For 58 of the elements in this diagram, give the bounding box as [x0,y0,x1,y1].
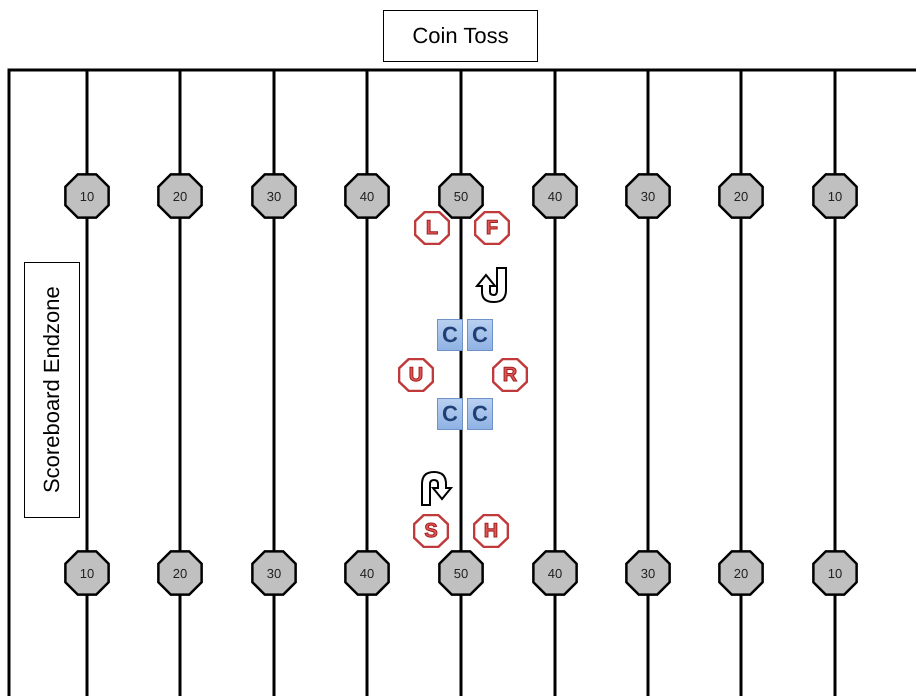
yard-number: 20 [734,566,748,580]
yard-marker [251,550,297,596]
yard-marker [532,173,578,219]
yard-number: 10 [828,188,842,204]
player-marker [413,514,449,548]
player-square [437,398,463,430]
yard-number: 30 [266,566,282,580]
player-letter: C [442,322,458,348]
yard-marker [438,173,484,219]
yard-marker [157,173,203,219]
player-letter: F [486,216,498,240]
yard-marker [718,550,764,596]
yard-marker [64,173,110,219]
yard-marker [812,550,858,596]
yard-marker [64,550,110,596]
yard-number: 20 [172,566,188,580]
yard-marker [812,173,858,219]
yard-marker [718,173,764,219]
player-letter: R [502,364,518,386]
player-letter: U [408,364,424,386]
player-marker [492,358,528,392]
yard-number: 10 [828,566,842,580]
yard-number: 30 [266,188,282,204]
player-square [437,319,463,351]
player-letter: C [472,401,488,427]
player-letter: C [442,401,458,427]
yard-marker [344,550,390,596]
yard-number: 40 [360,566,374,580]
player-square [467,319,493,351]
yard-number: 40 [548,566,562,580]
player-marker [398,358,434,392]
yard-number: 20 [172,188,188,204]
yard-number: 10 [80,566,94,580]
player-marker [473,514,509,548]
yard-marker [344,173,390,219]
yard-marker [625,550,671,596]
label-box: Scoreboard Endzone [24,262,80,518]
yard-number: 10 [80,188,94,204]
yard-marker [251,173,297,219]
yard-number: 20 [734,188,748,204]
yard-marker [625,173,671,219]
player-marker [474,211,510,245]
yard-number: 40 [360,188,374,204]
player-letter: C [472,322,488,348]
yard-number: 30 [640,566,656,580]
yard-number: 50 [454,188,468,204]
player-letter: L [426,216,438,240]
yard-marker [438,550,484,596]
yard-marker [157,550,203,596]
yard-number: 30 [640,188,656,204]
player-letter: S [424,520,438,542]
label-box: Coin Toss [383,10,538,62]
yard-number: 40 [548,188,562,204]
yard-number: 50 [454,566,468,580]
player-square [467,398,493,430]
player-marker [414,211,450,245]
yard-marker [532,550,578,596]
player-letter: H [484,520,498,542]
